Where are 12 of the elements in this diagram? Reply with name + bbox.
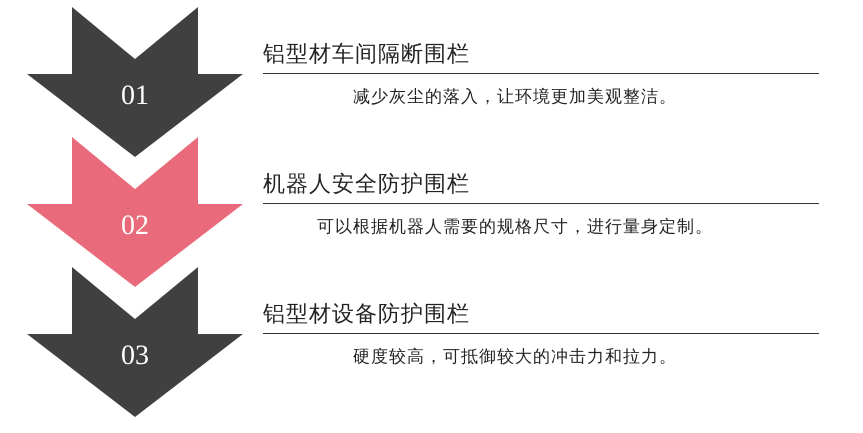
step-heading: 铝型材设备防护围栏	[263, 302, 819, 334]
step-heading: 铝型材车间隔断围栏	[263, 42, 819, 74]
step-number: 01	[120, 79, 150, 113]
step-marker	[27, 7, 243, 157]
step-heading: 机器人安全防护围栏	[263, 172, 819, 204]
step-description: 可以根据机器人需要的规格尺寸，进行量身定制。	[316, 217, 714, 237]
step-marker	[27, 267, 243, 417]
step-description: 硬度较高，可抵御较大的冲击力和拉力。	[352, 347, 678, 367]
step-description: 减少灰尘的落入，让环境更加美观整洁。	[352, 87, 678, 107]
step-number: 03	[120, 339, 150, 373]
step-marker	[27, 137, 243, 287]
step-number: 02	[120, 209, 150, 243]
